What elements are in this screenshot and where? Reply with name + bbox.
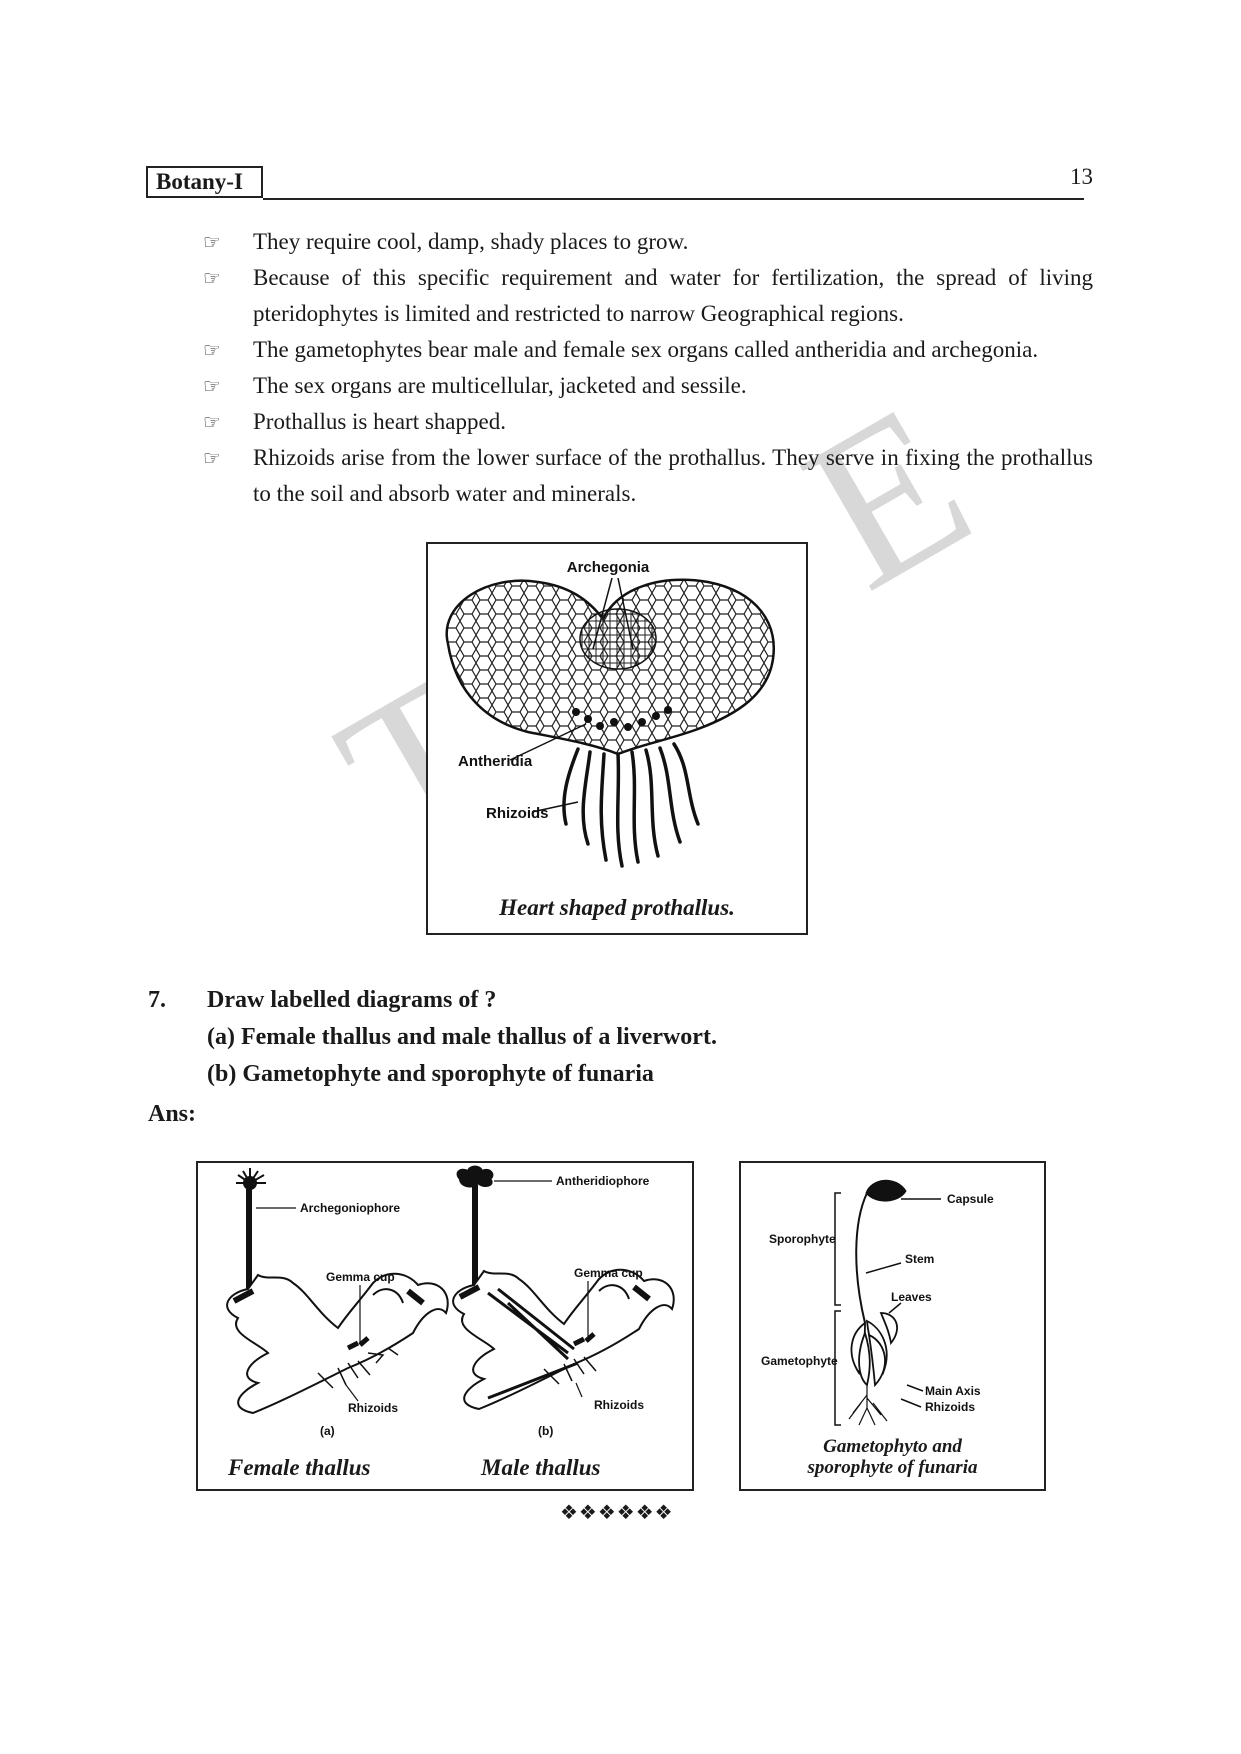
funaria-caption: Gametophyto and sporophyte of funaria bbox=[807, 1436, 978, 1478]
label-gemma-cup-b: Gemma cup bbox=[574, 1266, 643, 1280]
label-rhizoids: Rhizoids bbox=[486, 805, 549, 822]
label-gemma-cup-a: Gemma cup bbox=[326, 1270, 395, 1284]
pointing-hand-icon: ☞ bbox=[203, 410, 221, 434]
funaria-rhizoids-drawing bbox=[848, 1385, 888, 1426]
prothallus-diagram: Archegonia Antheridia Rhizoids bbox=[445, 559, 775, 868]
antheridia-dots bbox=[572, 706, 672, 731]
label-rhizoids-b: Rhizoids bbox=[594, 1398, 644, 1412]
page-number: 13 bbox=[1070, 164, 1093, 189]
label-archegoniophore: Archegoniophore bbox=[300, 1201, 400, 1215]
caption-male-thallus: Male thallus bbox=[481, 1455, 601, 1480]
footer-ornament: ❖❖❖❖❖❖ bbox=[560, 1500, 674, 1524]
label-funaria-rhizoids: Rhizoids bbox=[925, 1400, 975, 1414]
bullet-item: ☞Rhizoids arise from the lower surface o… bbox=[203, 440, 1093, 512]
rhizoids-drawing bbox=[562, 742, 700, 868]
funaria-diagram: Capsule Sporophyte Stem Leaves Gametophy… bbox=[761, 1179, 994, 1426]
question-part-a: (a) Female thallus and male thallus of a… bbox=[207, 1024, 717, 1050]
bullet-item: ☞The gametophytes bear male and female s… bbox=[203, 332, 1093, 368]
prothallus-caption: Heart shaped prothallus. bbox=[499, 895, 735, 920]
label-leaves: Leaves bbox=[891, 1290, 932, 1304]
label-capsule: Capsule bbox=[947, 1192, 994, 1206]
pointing-hand-icon: ☞ bbox=[203, 374, 221, 398]
archegonia-cluster bbox=[579, 608, 657, 670]
label-main-axis: Main Axis bbox=[925, 1384, 981, 1398]
prothallus-figure: Archegonia Antheridia Rhizoids Heart sha… bbox=[426, 542, 808, 935]
male-thallus-drawing bbox=[452, 1165, 675, 1411]
liverwort-diagram: Archegoniophore Gemma cup Rhizoids (a) A… bbox=[226, 1165, 675, 1438]
caption-female-thallus: Female thallus bbox=[228, 1455, 371, 1480]
leaves-drawing bbox=[850, 1312, 898, 1388]
question-text: Draw labelled diagrams of ? bbox=[207, 987, 497, 1013]
stalk-drawing bbox=[855, 1192, 868, 1324]
tag-b: (b) bbox=[538, 1424, 553, 1438]
bullet-list: ☞They require cool, damp, shady places t… bbox=[203, 224, 1093, 512]
pointing-hand-icon: ☞ bbox=[203, 446, 221, 470]
funaria-figure: Capsule Sporophyte Stem Leaves Gametophy… bbox=[739, 1161, 1046, 1491]
question-part-b: (b) Gametophyte and sporophyte of funari… bbox=[207, 1061, 654, 1087]
header-rule bbox=[263, 198, 1084, 200]
question-number: 7. bbox=[148, 987, 166, 1013]
answer-label: Ans: bbox=[148, 1101, 197, 1127]
liverwort-figure: Archegoniophore Gemma cup Rhizoids (a) A… bbox=[196, 1161, 694, 1491]
bullet-item: ☞Prothallus is heart shapped. bbox=[203, 404, 1093, 440]
bullet-item: ☞Because of this specific requirement an… bbox=[203, 260, 1093, 332]
pointing-hand-icon: ☞ bbox=[203, 266, 221, 290]
label-archegonia: Archegonia bbox=[567, 559, 650, 576]
bullet-item: ☞The sex organs are multicellular, jacke… bbox=[203, 368, 1093, 404]
label-rhizoids-a: Rhizoids bbox=[348, 1401, 398, 1415]
pointing-hand-icon: ☞ bbox=[203, 230, 221, 254]
label-stem: Stem bbox=[905, 1252, 934, 1266]
subject-header: Botany-I bbox=[146, 166, 263, 198]
label-sporophyte: Sporophyte bbox=[769, 1232, 836, 1246]
pointing-hand-icon: ☞ bbox=[203, 338, 221, 362]
capsule-drawing bbox=[865, 1179, 907, 1202]
label-antheridiophore: Antheridiophore bbox=[556, 1174, 650, 1188]
label-gametophyte: Gametophyte bbox=[761, 1354, 838, 1368]
tag-a: (a) bbox=[320, 1424, 335, 1438]
label-antheridia: Antheridia bbox=[458, 753, 533, 770]
female-thallus-drawing bbox=[226, 1168, 449, 1415]
bullet-item: ☞They require cool, damp, shady places t… bbox=[203, 224, 1093, 260]
